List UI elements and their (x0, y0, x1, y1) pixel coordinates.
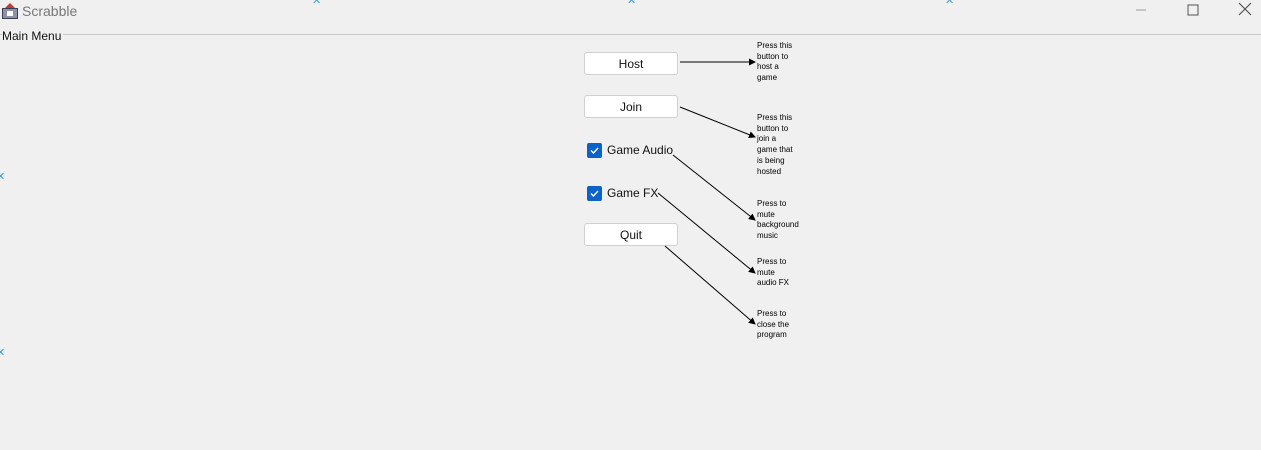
minimize-button[interactable] (1118, 0, 1164, 23)
quit-annotation: Press to close the program (757, 309, 790, 340)
join-annotation-arrow (679, 106, 756, 139)
sparkle-icon: ✕ (0, 347, 6, 359)
minimize-icon (1135, 3, 1147, 21)
host-button[interactable]: Host (584, 52, 678, 75)
join-annotation: Press this button to join a game that is… (757, 113, 793, 176)
menu-title: Main Menu (2, 29, 64, 43)
quit-annotation-arrow (664, 245, 756, 325)
window-title: Scrabble (22, 3, 78, 19)
sparkle-icon: ✕ (0, 171, 6, 183)
checkmark-icon[interactable] (587, 142, 602, 158)
fx-annotation: Press to mute audio FX (757, 257, 790, 288)
sparkle-icon: ✕ (312, 0, 322, 7)
menu-frame-border (0, 34, 1261, 35)
game-audio-label[interactable]: Game Audio (607, 143, 674, 157)
host-annotation: Press this button to host a game (757, 41, 793, 83)
join-button[interactable]: Join (584, 95, 678, 118)
scrabble-app-icon (1, 2, 19, 20)
game-fx-checkbox[interactable]: Game FX (587, 184, 658, 202)
checkmark-icon[interactable] (587, 185, 602, 201)
sparkle-icon: ✕ (945, 0, 955, 7)
close-button[interactable] (1222, 0, 1261, 23)
audio-annotation-arrow (672, 154, 756, 221)
audio-annotation: Press to mute background music (757, 199, 799, 241)
game-fx-label[interactable]: Game FX (607, 186, 659, 200)
game-audio-checkbox[interactable]: Game Audio (587, 141, 673, 159)
close-icon (1238, 2, 1252, 21)
maximize-icon (1187, 3, 1199, 21)
sparkle-icon: ✕ (627, 0, 637, 7)
title-bar[interactable]: Scrabble (0, 0, 1261, 23)
quit-button[interactable]: Quit (584, 223, 678, 246)
maximize-button[interactable] (1170, 0, 1216, 23)
